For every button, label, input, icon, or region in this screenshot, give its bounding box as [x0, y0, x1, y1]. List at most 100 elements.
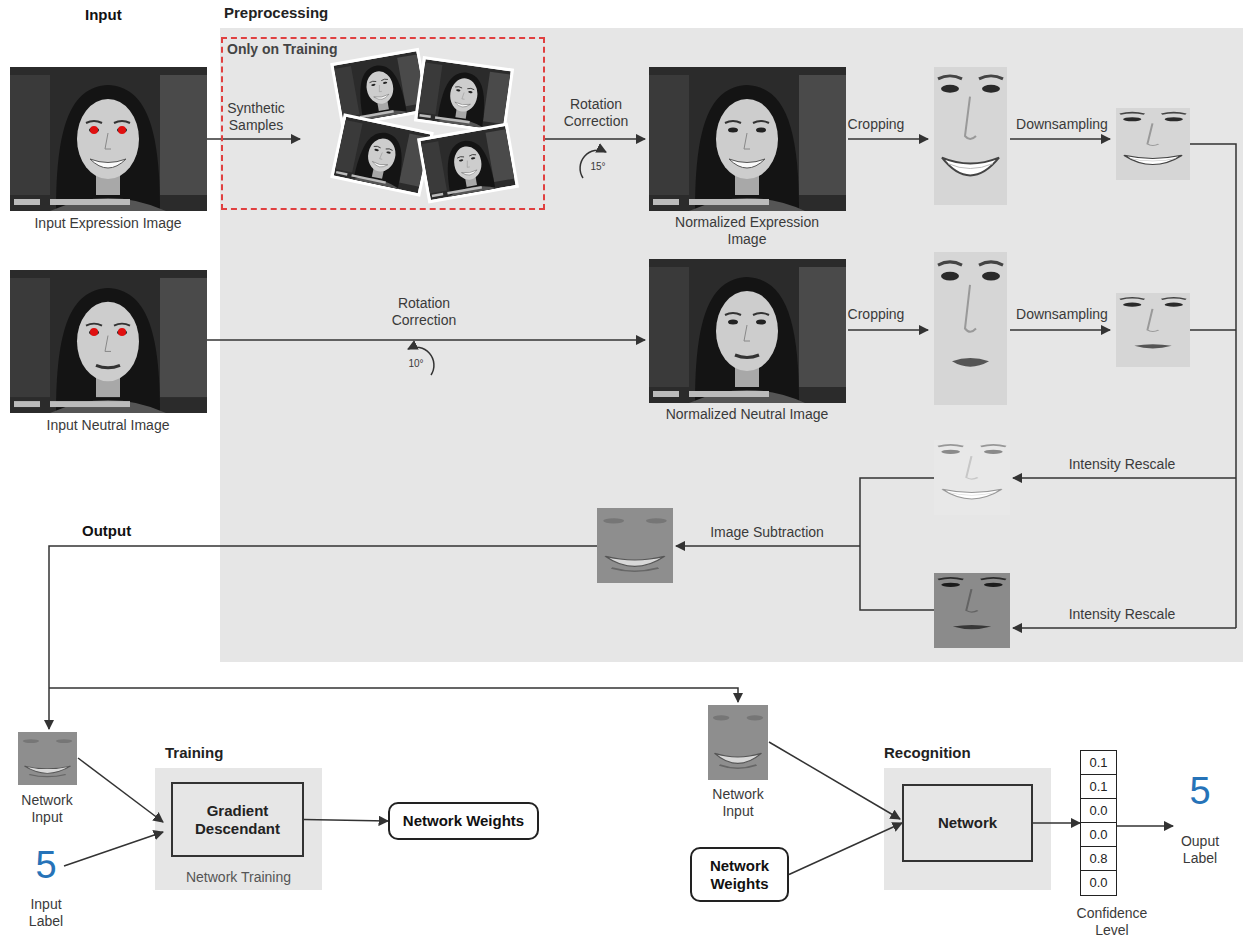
input-photos [90, 126, 98, 134]
step-label: Cropping [836, 116, 916, 133]
label-holder: Synthetic Samples [224, 100, 288, 134]
node-text: 0.0 [1081, 823, 1116, 847]
flow-arrows [207, 339, 645, 341]
label-holder: Ouput Label [1170, 833, 1230, 867]
flow-arrows [49, 546, 597, 729]
flow-arrows [49, 688, 738, 702]
label-holder: Input Expression Image [8, 215, 208, 232]
label-holder: Image Subtraction [687, 524, 847, 541]
processed-photos [934, 440, 1010, 515]
connector [1033, 822, 1080, 824]
weights-box: Network Weights [690, 847, 789, 902]
label-holder: Input [85, 6, 122, 24]
flow-arrows [676, 545, 860, 547]
label-holder: Network Input [703, 786, 773, 820]
image-caption: Network Input [12, 792, 82, 826]
step-label: Downsampling [1007, 116, 1117, 133]
node-text: 0.1 [1081, 751, 1116, 775]
label-holder: 10° [401, 358, 431, 370]
label-holder: Normalized Neutral Image [657, 406, 837, 423]
synthetic-samples [417, 59, 511, 130]
processed-photos [934, 252, 1007, 405]
flow-arrows [78, 758, 163, 822]
process-box: Gradient Descendant [171, 782, 304, 857]
recognition-panel: RecognitionNetwork [884, 768, 1051, 890]
flow-arrows [848, 329, 928, 331]
label-holder: Input Neutral Image [8, 417, 208, 434]
caption: Input Label [16, 896, 76, 930]
box-heading: Only on Training [227, 41, 547, 57]
input-photos [10, 270, 207, 413]
flow-arrows [545, 138, 645, 140]
synthetic-samples [414, 56, 514, 134]
label-holder: Confidence Level [1067, 905, 1157, 939]
input-photos [10, 67, 207, 413]
flow-arrows [1013, 477, 1236, 479]
label-holder: Normalized Expression Image [657, 214, 837, 248]
panel-caption: Network Training [155, 868, 322, 886]
flow-arrows [1010, 329, 1110, 331]
label-holder: Rotation Correction [551, 96, 641, 130]
grey-grounds [155, 768, 322, 890]
training-panel: TrainingNetwork TrainingGradient Descend… [155, 768, 322, 890]
label-holder: Intensity Rescale [1052, 456, 1192, 473]
flow-arrows [1013, 627, 1236, 629]
label-holder: Downsampling [1007, 306, 1117, 323]
label-holder: 5 [1178, 772, 1222, 810]
step-label: Rotation Correction [551, 96, 641, 130]
processed-photos [934, 67, 1007, 205]
process-box: Network [902, 784, 1033, 862]
flow-arrows [848, 138, 928, 140]
grey-grounds [884, 768, 1051, 890]
label-holder: Rotation Correction [379, 295, 469, 329]
caption: Ouput Label [1170, 833, 1230, 867]
class-label: 5 [24, 846, 68, 884]
caption: Confidence Level [1067, 905, 1157, 939]
synthetic-samples [330, 113, 434, 197]
label-holder: Input Label [16, 896, 76, 930]
image-caption: Network Input [703, 786, 773, 820]
label-holder: Output [82, 522, 131, 540]
node-text: 0.8 [1081, 847, 1116, 871]
label-holder: Cropping [836, 116, 916, 133]
synthetic-samples [334, 117, 431, 194]
flow-arrows [769, 742, 900, 819]
band-heading: Preprocessing [224, 4, 1247, 22]
label-holder: Downsampling [1007, 116, 1117, 133]
confidence-vector: 0.10.10.00.00.80.0 [1080, 750, 1117, 896]
angle-label: 10° [401, 358, 431, 370]
processed-photos [18, 732, 77, 785]
step-label: Cropping [836, 306, 916, 323]
box-text: Network Weights [698, 857, 781, 893]
flow-arrows [860, 478, 934, 610]
processed-photos [934, 440, 1010, 515]
synthetic-samples [420, 126, 515, 200]
flow-arrows [1190, 329, 1236, 331]
grey-grounds [220, 28, 1243, 662]
processed-photos [597, 508, 673, 583]
input-photos [118, 126, 126, 134]
flow-arrows [1190, 144, 1236, 628]
node-text: 0.0 [1081, 799, 1116, 823]
input-photos [10, 67, 207, 211]
step-label: Intensity Rescale [1052, 606, 1192, 623]
step-label: Image Subtraction [687, 524, 847, 541]
step-label: Synthetic Samples [224, 100, 288, 134]
section-heading: Output [82, 522, 131, 540]
connector [789, 823, 902, 875]
weights-box: Network Weights [388, 802, 539, 840]
step-label: Downsampling [1007, 306, 1117, 323]
flow-arrows [49, 139, 1236, 866]
processed-photos [1116, 293, 1190, 367]
label-holder: 5 [24, 846, 68, 884]
image-caption: Input Expression Image [8, 215, 208, 232]
panel-heading: Recognition [884, 744, 1051, 762]
angle-label: 15° [583, 161, 613, 173]
label-holder: Network Input [12, 792, 82, 826]
label-holder: 15° [583, 161, 613, 173]
synthetic-samples [330, 113, 434, 197]
label-holder: Cropping [836, 306, 916, 323]
processed-photos [708, 705, 768, 780]
connector [304, 820, 388, 822]
